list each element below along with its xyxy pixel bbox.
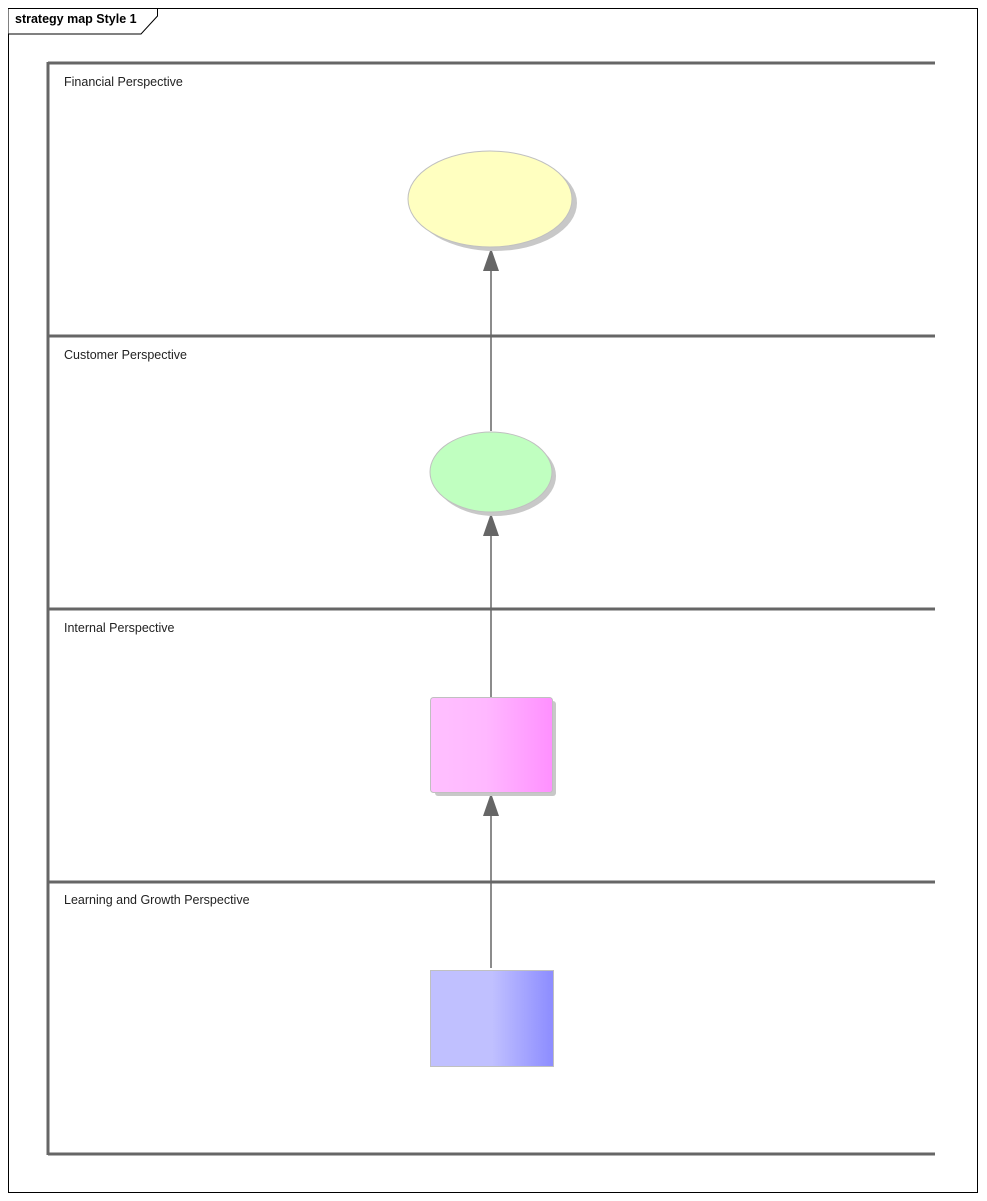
learning-objective-node[interactable] bbox=[430, 970, 554, 1067]
lane-label-internal: Internal Perspective bbox=[64, 621, 175, 635]
diagram-title: strategy map Style 1 bbox=[15, 12, 137, 26]
connectors bbox=[483, 248, 499, 968]
lane-label-customer: Customer Perspective bbox=[64, 348, 187, 362]
internal-objective-node[interactable] bbox=[430, 697, 557, 797]
financial-objective-node[interactable] bbox=[407, 150, 577, 251]
customer-objective-node[interactable] bbox=[429, 431, 556, 516]
lane-label-learning-growth: Learning and Growth Perspective bbox=[64, 893, 250, 907]
lane-label-financial: Financial Perspective bbox=[64, 75, 183, 89]
